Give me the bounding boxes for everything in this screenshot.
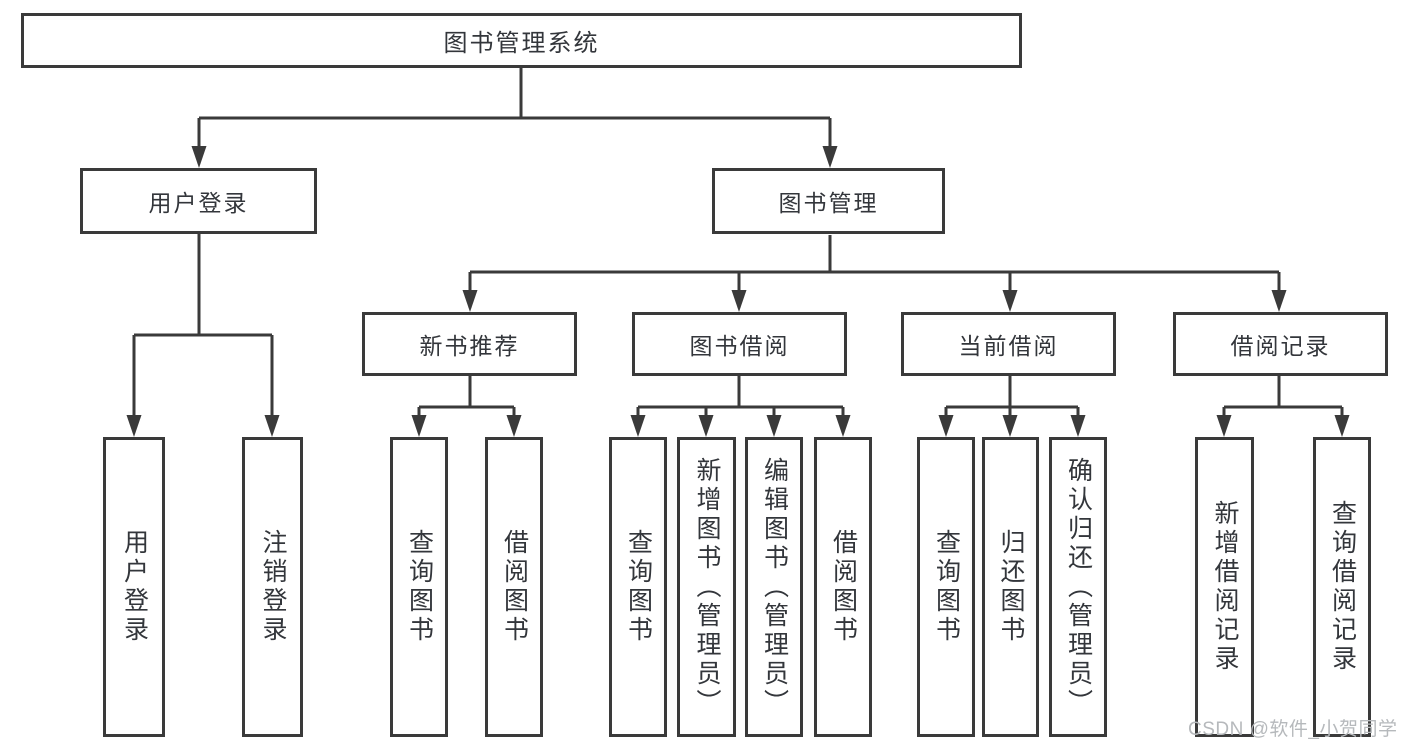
arrowheads — [126, 146, 1350, 437]
leaf-query-books-2: 查询图书 — [609, 437, 667, 737]
leaf-borrow-books-2: 借阅图书 — [814, 437, 872, 737]
node-user-login: 用户登录 — [80, 168, 317, 234]
connector-user-login — [132, 234, 274, 433]
connector-book-borrow — [636, 376, 845, 433]
leaf-logout: 注销登录 — [242, 437, 303, 737]
leaf-query-books-3: 查询图书 — [917, 437, 975, 737]
leaf-return-book: 归还图书 — [982, 437, 1039, 737]
leaf-query-books-1: 查询图书 — [390, 437, 448, 737]
node-borrowing-records: 借阅记录 — [1173, 312, 1388, 376]
leaf-query-borrow-record: 查询借阅记录 — [1313, 437, 1371, 737]
leaf-user-login: 用户登录 — [103, 437, 165, 737]
leaf-borrow-books-1: 借阅图书 — [485, 437, 543, 737]
node-book-management: 图书管理 — [712, 168, 945, 234]
connector-root — [197, 68, 832, 164]
connector-new-book — [417, 376, 516, 433]
node-new-book-recommend: 新书推荐 — [362, 312, 577, 376]
node-library-management-system: 图书管理系统 — [21, 13, 1022, 68]
node-current-borrowing: 当前借阅 — [901, 312, 1116, 376]
leaf-edit-book-admin: 编辑图书（管理员） — [745, 437, 803, 737]
leaf-confirm-return-admin: 确认归还（管理员） — [1049, 437, 1107, 737]
node-book-borrowing: 图书借阅 — [632, 312, 847, 376]
connector-borrow-record — [1222, 376, 1344, 433]
leaf-add-book-admin: 新增图书（管理员） — [677, 437, 736, 737]
csdn-watermark: CSDN @软件_小贺同学 — [1188, 719, 1398, 740]
leaf-add-borrow-record: 新增借阅记录 — [1195, 437, 1254, 737]
connector-book-mgmt — [468, 235, 1281, 308]
